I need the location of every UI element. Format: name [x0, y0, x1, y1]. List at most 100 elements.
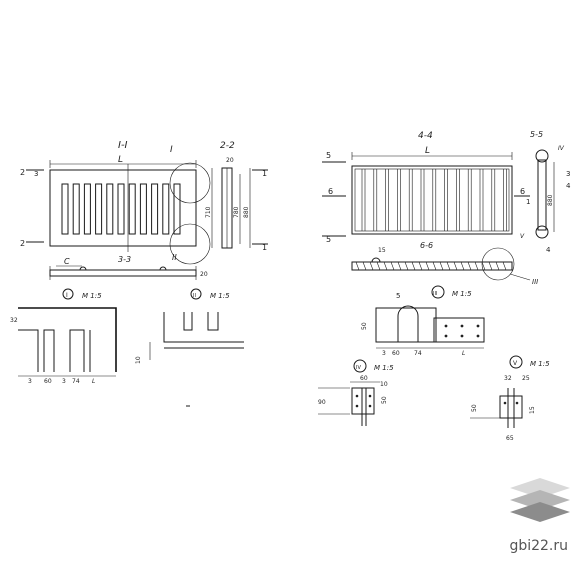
dim-74: 74 [72, 378, 80, 385]
node-5-scale: M 1:5 [530, 360, 550, 368]
dim-50-n4: 50 [381, 396, 388, 404]
dim-15-n5: 15 [529, 406, 536, 414]
section-5-5-view: 5-5 880 IV V 3 4 1 4 [520, 130, 571, 254]
section-1-1-title: I-I [118, 140, 128, 151]
dim-880: 880 [243, 206, 250, 218]
length-label-right: L [425, 146, 430, 156]
length-label-left: L [118, 155, 123, 165]
node-3-circle [481, 247, 515, 281]
section-3-3-title: 3-3 [118, 255, 131, 264]
strip-tooth [467, 261, 472, 271]
strip-tooth [390, 261, 395, 271]
cut-2-bottom: 2 [20, 239, 25, 248]
node-2-label: II [172, 253, 177, 262]
strip-tooth [481, 261, 486, 271]
dim-65: 65 [506, 435, 514, 442]
node-1-scale: M 1:5 [82, 292, 102, 300]
slot-opening [173, 183, 181, 235]
cut-6-left: 6 [328, 187, 333, 196]
slot-opening [162, 183, 170, 235]
strip-tooth [446, 261, 451, 271]
dim-b: L [92, 378, 95, 385]
strip-tooth [397, 261, 402, 271]
node-2-detail: II M 1:5 10 [135, 288, 244, 364]
strip-tooth [425, 261, 430, 271]
node-5-ref: V [520, 233, 525, 240]
node-2-circle [169, 223, 211, 265]
strip-tooth [460, 261, 465, 271]
section-4-4-title: 4-4 [418, 131, 433, 141]
strip-tooth [502, 261, 507, 271]
dim-32: 32 [10, 317, 18, 324]
section-5-5-title: 5-5 [530, 130, 543, 139]
strip-tooth [404, 261, 409, 271]
strip-tooth [369, 261, 374, 271]
mark-4: 4 [566, 182, 571, 190]
slot-opening [106, 183, 114, 235]
cut-1-top: 1 [262, 169, 267, 178]
dim-3-n3: 3 [382, 350, 386, 357]
strip-tooth [488, 261, 493, 271]
cut-2-top: 2 [20, 168, 25, 177]
mark-3: 3 [566, 170, 570, 178]
slot-opening [128, 183, 136, 235]
slot-opening [95, 183, 103, 235]
cut-5-top: 5 [326, 151, 331, 160]
strip-tooth [453, 261, 458, 271]
slot-opening [117, 183, 125, 235]
dim-780: 780 [233, 206, 240, 218]
dim-15: 15 [378, 247, 386, 254]
mark-1: 1 [526, 198, 530, 206]
strip-tooth [383, 261, 388, 271]
dim-20: 20 [226, 157, 234, 164]
slot-opening [61, 183, 69, 235]
c-label: C [64, 257, 70, 266]
node-5-detail: V M 1:5 32 25 50 15 65 [470, 355, 550, 442]
dim-3-n1b: 3 [62, 378, 66, 385]
cut-5-bottom: 5 [326, 235, 331, 244]
node-3-ref: III [532, 278, 538, 286]
section-1-1-view: I-I I L 2 2 3 II [20, 140, 211, 265]
node-3-detail-mark: III [433, 291, 437, 297]
watermark-site: gbi22.ru [509, 538, 568, 554]
dim-710: 710 [205, 206, 212, 218]
node-2-scale: M 1:5 [210, 292, 230, 300]
strip-tooth [355, 261, 360, 271]
section-4-4-view: 4-4 L 5 5 6 6 [322, 131, 530, 244]
dim-50-n5: 50 [471, 404, 478, 412]
mark-4b: 4 [546, 246, 551, 254]
dim-25: 25 [522, 375, 530, 382]
slot-opening [83, 183, 91, 235]
section-3-3-view: 3-3 C 20 [49, 255, 208, 280]
slot-opening [139, 183, 147, 235]
strip-tooth [362, 261, 367, 271]
section-6-6-view: 6-6 15 III [351, 241, 538, 286]
strip-tooth [418, 261, 423, 271]
node-4-detail: IV M 1:5 60 90 50 10 [318, 359, 394, 426]
cut-1-bottom: 1 [262, 243, 267, 252]
strip-tooth [411, 261, 416, 271]
node-4-ref: IV [558, 145, 565, 152]
node-5-detail-mark: V [513, 360, 518, 367]
strip-tooth [432, 261, 437, 271]
dim-3-n1: 3 [28, 378, 32, 385]
dim-32-n5: 32 [504, 375, 512, 382]
dim-60-n3: 60 [392, 350, 400, 357]
section-2-2-title: 2-2 [220, 141, 235, 151]
node-1-detail-mark: I [66, 292, 68, 299]
strip-tooth [474, 261, 479, 271]
dim-60: 60 [44, 378, 52, 385]
dim-b-n3: L [462, 350, 465, 357]
node-1-detail: I M 1:5 32 3 60 3 74 L [10, 288, 117, 385]
node-3-detail: III M 1:5 5 3 60 74 L 50 [361, 285, 485, 357]
dim-20-b: 20 [200, 271, 208, 278]
section-6-6-title: 6-6 [420, 241, 433, 250]
slot-opening [72, 183, 80, 235]
strip-tooth [439, 261, 444, 271]
dim-74-n3: 74 [414, 350, 422, 357]
strip-tooth [376, 261, 381, 271]
slot-opening [151, 183, 159, 235]
cut-6-right: 6 [520, 187, 525, 196]
node-2-detail-mark: II [193, 293, 196, 299]
